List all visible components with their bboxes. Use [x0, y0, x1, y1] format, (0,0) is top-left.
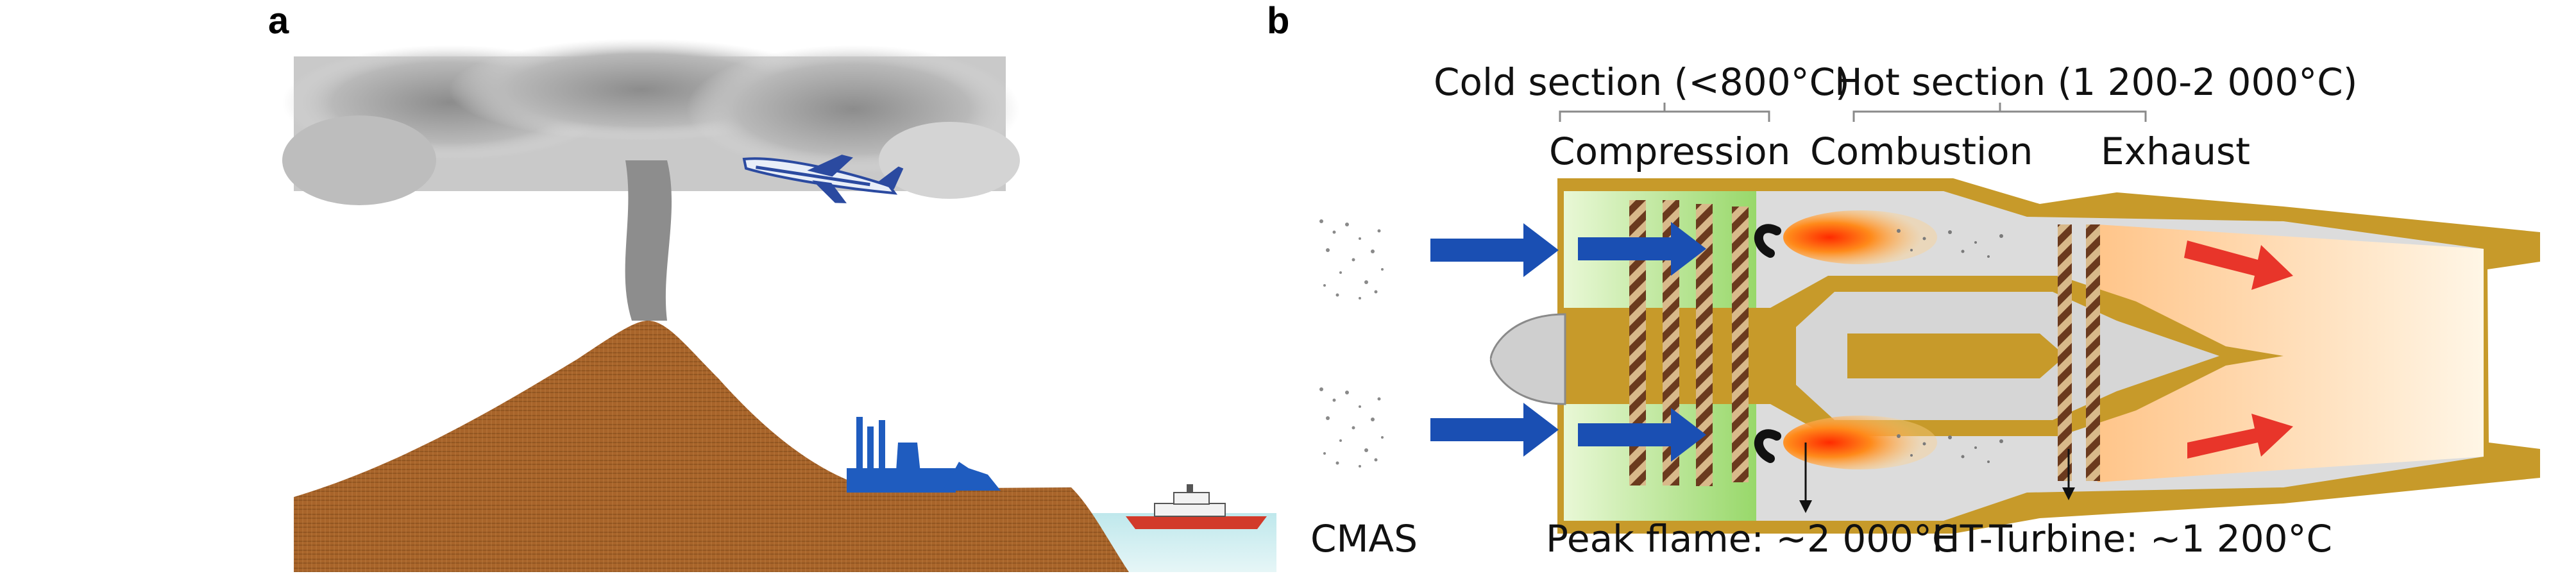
ash-cloud: [282, 38, 1020, 321]
exhaust-label: Exhaust: [2101, 130, 2250, 173]
cmas-particles: [1319, 219, 1384, 468]
compression-label: Compression: [1549, 130, 1790, 173]
ht-turbine-label: HT-Turbine: ~1 200°C: [1932, 517, 2332, 561]
exhaust-zone: [2097, 224, 2484, 482]
peak-flame-label: Peak flame: ~2 000°C: [1546, 517, 1958, 561]
hot-section-label: Hot section (1 200-2 000°C): [1835, 60, 2357, 104]
combustion-label: Combustion: [1810, 130, 2033, 173]
pointer-arrows: [1799, 443, 2075, 513]
factory-icon: [847, 417, 1001, 493]
exhaust-arrows: [2184, 241, 2293, 459]
volcano-scene: [282, 38, 1276, 572]
turbine-blades: [2058, 224, 2100, 481]
jet-engine: [1489, 178, 2540, 534]
inlet-arrows: [1430, 222, 1706, 462]
cold-section-label: Cold section (<800°C): [1434, 60, 1850, 104]
cmas-label: CMAS: [1310, 517, 1418, 561]
cold-section-bracket: [1559, 103, 1770, 122]
volcano-mountain: [294, 321, 1129, 572]
airplane-icon: [742, 155, 904, 203]
ship-icon: [1126, 484, 1267, 529]
nose-cone: [1489, 313, 1566, 405]
panel-b-label: b: [1267, 0, 1289, 42]
hot-section-bracket: [1852, 103, 2147, 122]
panel-a-label: a: [268, 0, 289, 42]
combustion-flames: [1754, 210, 2003, 469]
